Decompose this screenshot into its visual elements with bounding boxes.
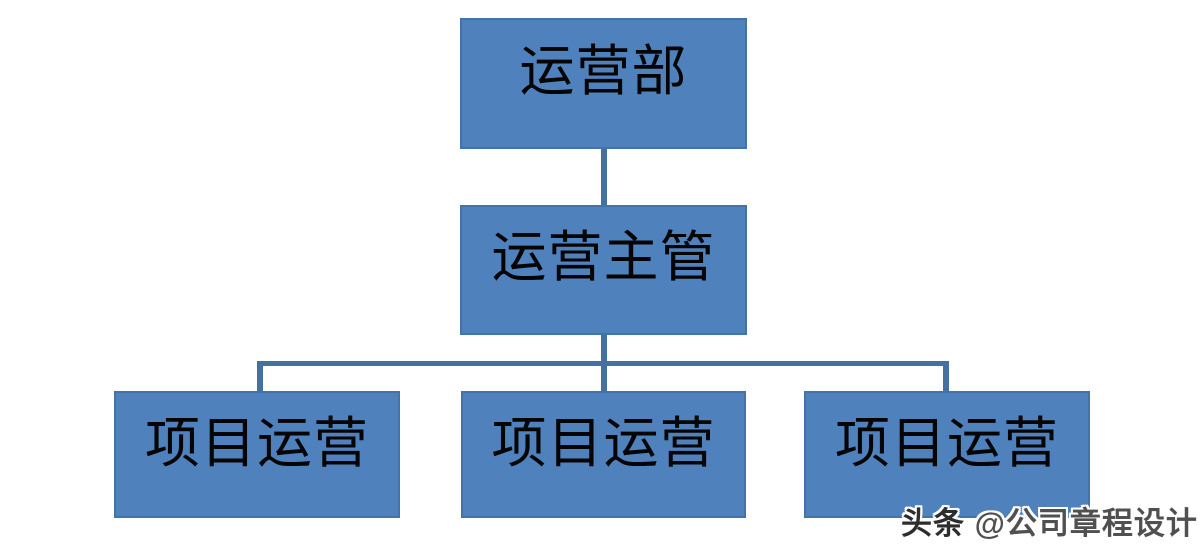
org-node-operations-dept: 运营部: [460, 18, 747, 149]
org-node-project-operations-3: 项目运营: [804, 391, 1090, 518]
org-node-project-operations-2: 项目运营: [461, 391, 746, 518]
org-node-project-operations-1: 项目运营: [114, 391, 400, 518]
connector-left-stub: [257, 361, 263, 391]
watermark: 头条 @公司章程设计: [901, 498, 1198, 543]
watermark-handle: @公司章程设计: [974, 506, 1198, 541]
connector-right-stub: [943, 361, 949, 391]
org-node-operations-supervisor: 运营主管: [460, 205, 747, 335]
org-node-label: 项目运营: [834, 413, 1059, 474]
connector-root-to-manager: [601, 148, 607, 205]
org-node-label: 项目运营: [491, 413, 716, 474]
connector-horizontal-bar: [257, 361, 949, 366]
watermark-brand: 头条: [901, 506, 965, 541]
org-node-label: 项目运营: [144, 413, 369, 474]
org-node-label: 运营主管: [491, 227, 716, 288]
org-node-label: 运营部: [519, 40, 688, 102]
